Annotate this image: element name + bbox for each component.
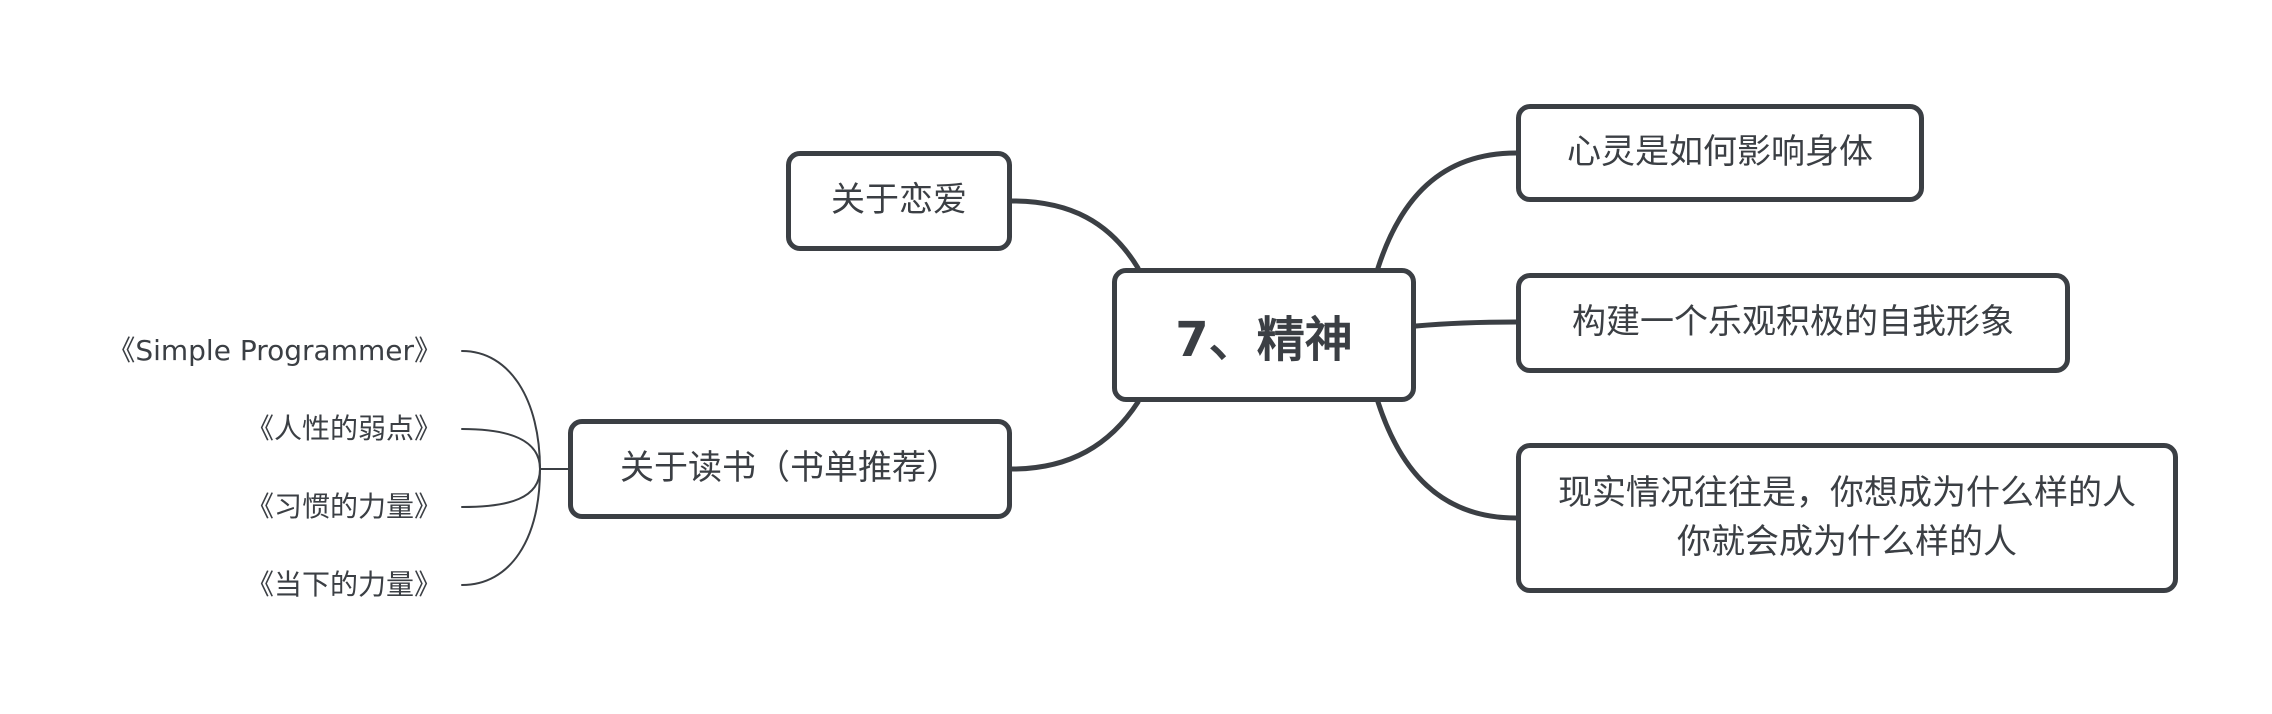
topic-self-image-label: 构建一个乐观积极的自我形象 [1572, 302, 2014, 343]
connector-book-0 [461, 350, 541, 470]
topic-mind-body-label: 心灵是如何影响身体 [1567, 132, 1873, 173]
topic-self-image[interactable]: 构建一个乐观积极的自我形象 [1516, 273, 2070, 373]
book-item[interactable]: 《习惯的力量》 [245, 490, 442, 523]
book-item[interactable]: 《Simple Programmer》 [107, 334, 442, 367]
topic-mind-body[interactable]: 心灵是如何影响身体 [1516, 104, 1924, 202]
topic-reality[interactable]: 现实情况往往是，你想成为什么样的人你就会成为什么样的人 [1516, 443, 2178, 593]
connector-book-1 [461, 428, 541, 470]
topic-love[interactable]: 关于恋爱 [786, 151, 1012, 251]
connector-central-to-mind [1375, 150, 1519, 271]
connector-central-to-love [1009, 198, 1141, 271]
connector-central-to-reality [1375, 399, 1519, 521]
topic-books-label: 关于读书（书单推荐） [620, 448, 960, 489]
topic-reality-label: 现实情况往往是，你想成为什么样的人你就会成为什么样的人 [1558, 472, 2136, 562]
connector-book-3 [461, 468, 541, 586]
connector-central-to-books [1009, 399, 1141, 472]
book-item[interactable]: 《当下的力量》 [245, 568, 442, 601]
connector-book-2 [461, 468, 541, 508]
book-item[interactable]: 《人性的弱点》 [245, 412, 442, 445]
topic-books[interactable]: 关于读书（书单推荐） [568, 419, 1012, 519]
topic-love-label: 关于恋爱 [831, 180, 967, 221]
central-topic[interactable]: 7、精神 [1112, 268, 1416, 402]
connector-central-to-self [1413, 319, 1519, 329]
central-topic-label: 7、精神 [1175, 312, 1353, 368]
